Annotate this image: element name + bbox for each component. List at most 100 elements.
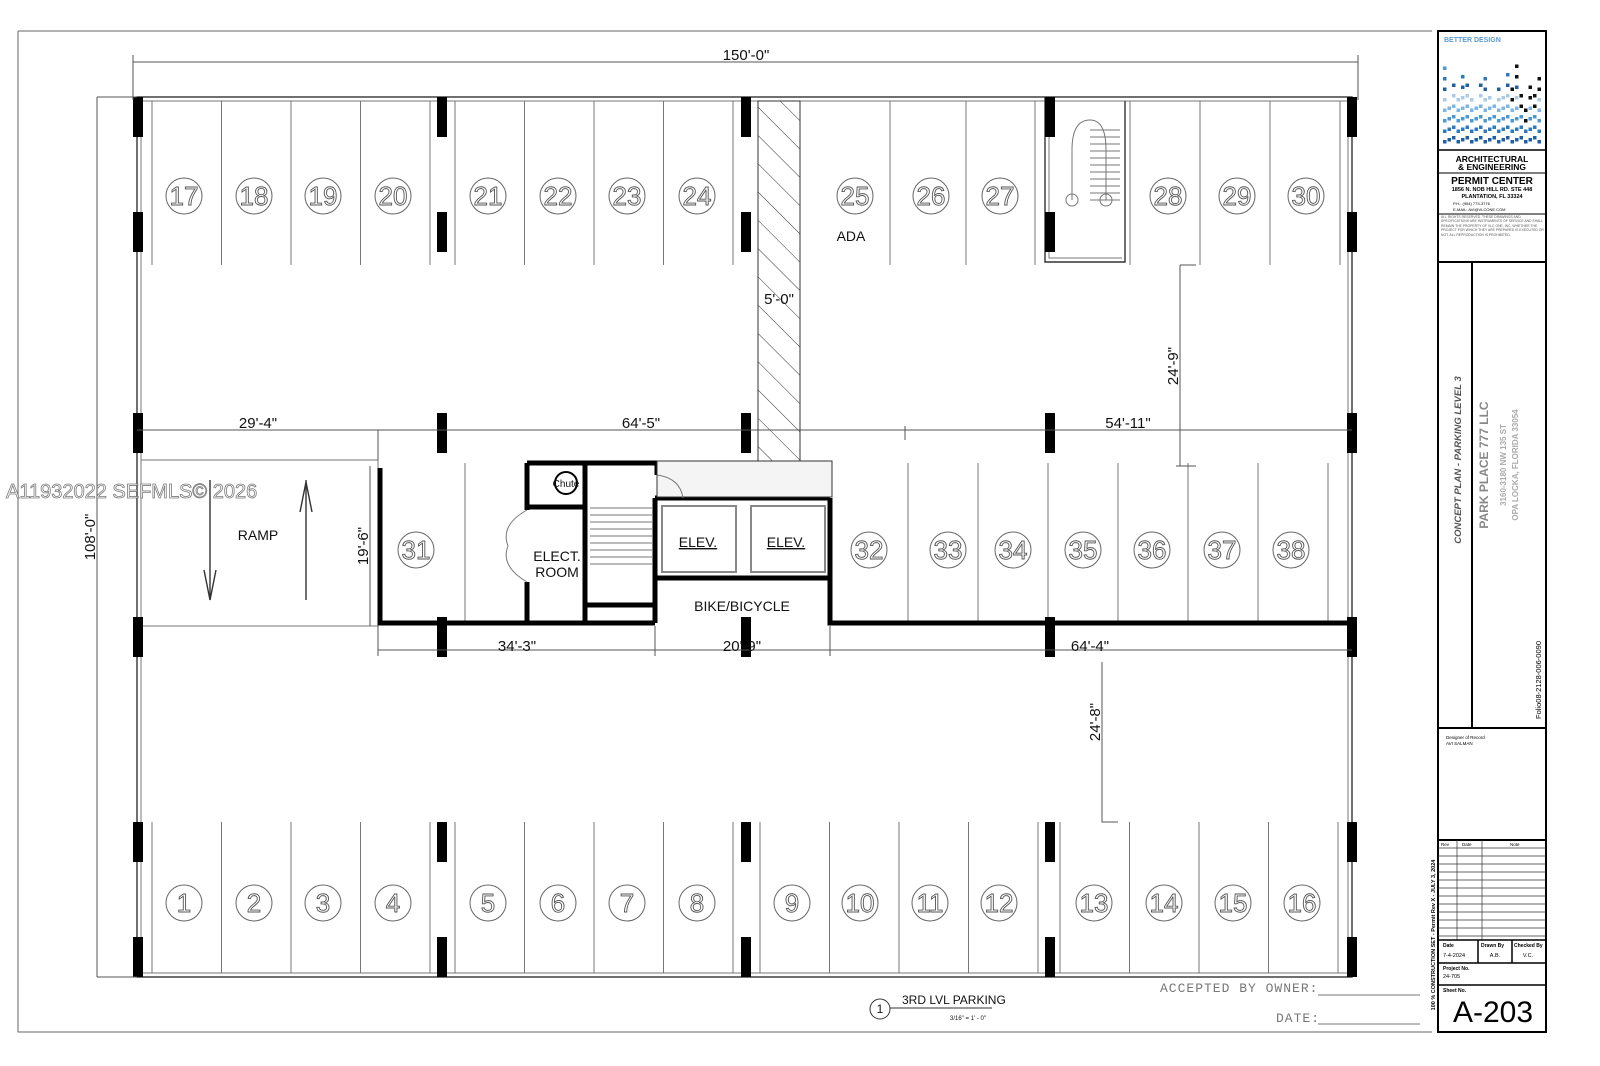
column xyxy=(741,413,751,453)
stall-number-circle xyxy=(374,177,412,215)
stall-number-circle xyxy=(165,884,203,922)
stall-number: 25 xyxy=(841,181,870,211)
firm-phone: P.H.: (954) 773-3776 xyxy=(1453,201,1491,206)
column xyxy=(1347,413,1357,453)
project-no-value: 24-705 xyxy=(1443,974,1460,980)
pedestrian-walkway xyxy=(757,100,801,462)
dim-center-bottom: 20'-9" xyxy=(723,638,761,655)
stall-number-circle xyxy=(1214,884,1252,922)
stall-number: 14 xyxy=(1150,888,1179,918)
stall-number-circle xyxy=(165,177,203,215)
stall-number: 30 xyxy=(1292,181,1321,211)
dim-left-bottom: 34'-3" xyxy=(498,638,536,655)
elect-room-label-1: ELECT. xyxy=(533,548,580,564)
stall-number-circle xyxy=(994,531,1032,569)
stall-number: 3 xyxy=(316,888,330,918)
ramp-label: RAMP xyxy=(238,527,278,543)
project-address-2: OPA LOCKA, FLORIDA 33054 xyxy=(1511,409,1520,521)
project-address-1: 3160-3180 NW 135 ST xyxy=(1499,424,1508,506)
column xyxy=(1045,822,1055,862)
stall-number-circle xyxy=(1145,884,1183,922)
stall-number-circle xyxy=(539,884,577,922)
structural-columns xyxy=(133,97,1357,977)
column xyxy=(1045,413,1055,453)
stall-number-circle xyxy=(678,177,716,215)
stall-number-circle xyxy=(841,884,879,922)
stall-number-circle xyxy=(1133,531,1171,569)
bike-storage-label: BIKE/BICYCLE xyxy=(694,598,790,614)
column xyxy=(133,822,143,862)
stall-number: 5 xyxy=(481,888,495,918)
firm-address-2: PLANTATION, FL 33324 xyxy=(1461,194,1523,200)
stall-number: 34 xyxy=(999,535,1028,565)
column xyxy=(437,822,447,862)
rev-header-date: Date xyxy=(1462,842,1472,847)
stall-number: 12 xyxy=(985,888,1014,918)
dim-center-top: 64'-5" xyxy=(622,415,660,432)
column xyxy=(437,212,447,252)
elevator-1-label: ELEV. xyxy=(679,534,717,550)
stall-number-circle xyxy=(911,884,949,922)
stall-number-circle xyxy=(539,177,577,215)
stall-number-circle xyxy=(678,884,716,922)
column xyxy=(437,413,447,453)
column xyxy=(741,617,751,657)
stall-number-circle xyxy=(1218,177,1256,215)
stall-number-circle xyxy=(304,884,342,922)
stall-number: 8 xyxy=(690,888,704,918)
stall-number: 9 xyxy=(785,888,799,918)
stall-number: 17 xyxy=(170,181,199,211)
designer-name: AVI SALMAN xyxy=(1446,741,1473,746)
rev-header-note: Note xyxy=(1510,842,1520,847)
stall-number: 10 xyxy=(846,888,875,918)
firm-line-1: ARCHITECTURAL xyxy=(1456,154,1529,164)
overall-depth-dim: 108'-0" xyxy=(82,514,99,561)
column xyxy=(437,97,447,137)
stall-number-circle xyxy=(235,177,273,215)
sheet-number: A-203 xyxy=(1453,996,1533,1029)
column xyxy=(437,937,447,977)
stall-number: 19 xyxy=(309,181,338,211)
logo-text: BETTER DESIGN xyxy=(1444,37,1501,44)
stall-number: 6 xyxy=(551,888,565,918)
elect-room-label-2: ROOM xyxy=(535,564,579,580)
stall-number: 23 xyxy=(613,181,642,211)
drawn-by-value: A.B. xyxy=(1490,953,1501,959)
designer-label: Designer of Record xyxy=(1446,735,1485,740)
stall-number: 24 xyxy=(683,181,712,211)
stall-number-circle xyxy=(397,531,435,569)
column xyxy=(133,413,143,453)
project-no-label: Project No. xyxy=(1443,966,1470,972)
column xyxy=(741,97,751,137)
checked-by-label: Checked By xyxy=(1514,943,1543,949)
elevator-2-label: ELEV. xyxy=(767,534,805,550)
stair-top-right xyxy=(1044,97,1126,263)
column xyxy=(741,822,751,862)
column xyxy=(1045,937,1055,977)
drawn-by-label: Drawn By xyxy=(1481,943,1504,949)
stall-number: 36 xyxy=(1138,535,1167,565)
ada-label: ADA xyxy=(837,228,866,244)
stall-number-circle xyxy=(981,177,1019,215)
stall-number-circle xyxy=(1283,884,1321,922)
stall-number-circle xyxy=(1203,531,1241,569)
sheet-title: CONCEPT PLAN - PARKING LEVEL 3 xyxy=(1453,376,1464,544)
stall-number: 22 xyxy=(544,181,573,211)
overall-width-dim: 150'-0" xyxy=(723,47,770,64)
accepted-by-owner-label: ACCEPTED BY OWNER: xyxy=(1160,981,1318,996)
stall-number: 20 xyxy=(379,181,408,211)
firm-address-1: 1856 N. NOB HILL RD. STE 448 xyxy=(1452,187,1533,193)
watermark: A11932022 SEFMLS© 2026 xyxy=(6,481,257,503)
column xyxy=(1347,617,1357,657)
stall-number: 33 xyxy=(934,535,963,565)
stall-number-circle xyxy=(980,884,1018,922)
stall-number-circle xyxy=(836,177,874,215)
stall-number: 13 xyxy=(1080,888,1109,918)
firm-logo xyxy=(1443,64,1541,144)
dim-aisle-bottom: 24'-8" xyxy=(1087,703,1104,741)
rev-header-rev: Rev xyxy=(1441,842,1450,847)
trash-chute-icon xyxy=(554,471,578,495)
date-label: DATE: xyxy=(1276,1011,1320,1026)
stall-number: 38 xyxy=(1277,535,1306,565)
